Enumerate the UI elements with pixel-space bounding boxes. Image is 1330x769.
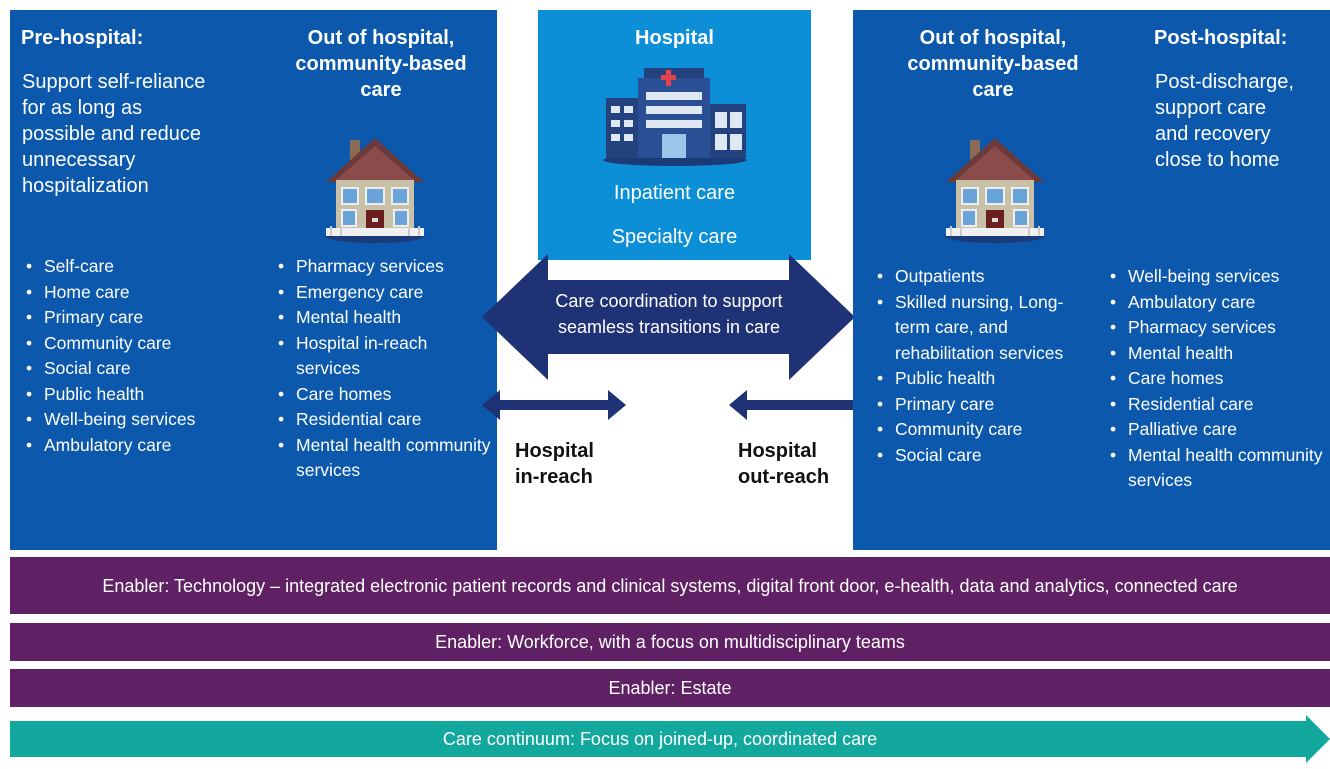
care-coordination-text: Care coordination to support seamless tr… <box>510 288 828 340</box>
label-line: out-reach <box>738 466 830 488</box>
list-item: Pharmacy services <box>276 254 496 280</box>
pre-hospital-description: Support self-reliance for as long as pos… <box>22 69 205 199</box>
title-line: community-based <box>907 53 1079 75</box>
list-item: Skilled nursing, Long-term care, and reh… <box>875 290 1093 367</box>
pre-hospital-title: Pre-hospital: <box>21 27 144 49</box>
list-item: Well-being services <box>24 407 254 433</box>
community-care-title-right: Out of hospital, community-based care <box>883 25 1103 103</box>
desc-line: Post-discharge, <box>1155 71 1294 93</box>
community-care-list-right: Outpatients Skilled nursing, Long-term c… <box>875 264 1093 468</box>
pre-hospital-list: Self-care Home care Primary care Communi… <box>24 254 254 458</box>
hospital-building-icon <box>603 68 747 166</box>
list-item: Care homes <box>1108 366 1330 392</box>
title-line: Out of hospital, <box>919 27 1067 49</box>
care-continuum-arrow <box>10 715 1330 763</box>
list-item: Home care <box>24 280 254 306</box>
coordination-line: seamless transitions in care <box>557 317 781 337</box>
out-reach-arrow <box>729 390 874 420</box>
house-icon <box>325 138 425 243</box>
right-panel: Out of hospital, community-based care Ou… <box>853 10 1330 550</box>
list-item: Public health <box>24 382 254 408</box>
list-item: Palliative care <box>1108 417 1330 443</box>
list-item: Primary care <box>875 392 1093 418</box>
desc-line: for as long as <box>22 97 143 119</box>
left-panel: Pre-hospital: Support self-reliance for … <box>10 10 497 550</box>
specialty-care-label: Specialty care <box>611 226 738 248</box>
list-item: Mental health <box>276 305 496 331</box>
list-item: Primary care <box>24 305 254 331</box>
title-line: Out of hospital, <box>307 27 455 49</box>
hospital-out-reach-label: Hospital out-reach <box>738 438 829 490</box>
desc-line: close to home <box>1155 149 1280 171</box>
coordination-line: Care coordination to support <box>555 291 783 311</box>
label-line: Hospital <box>515 440 594 462</box>
enabler-technology-bar: Enabler: Technology – integrated electro… <box>10 557 1330 614</box>
list-item: Hospital in-reach services <box>276 331 496 382</box>
care-coordination-arrow <box>482 254 855 380</box>
hospital-in-reach-label: Hospital in-reach <box>515 438 594 490</box>
title-line: care <box>360 79 402 101</box>
list-item: Mental health community services <box>1108 443 1330 494</box>
list-item: Ambulatory care <box>1108 290 1330 316</box>
list-item: Ambulatory care <box>24 433 254 459</box>
post-hospital-title: Post-hospital: <box>1154 27 1288 49</box>
label-line: in-reach <box>515 466 593 488</box>
list-item: Social care <box>875 443 1093 469</box>
hospital-panel: Hospital Inpatient care Specialty care <box>538 10 811 260</box>
post-hospital-list: Well-being services Ambulatory care Phar… <box>1108 264 1330 494</box>
list-item: Pharmacy services <box>1108 315 1330 341</box>
list-item: Residential care <box>1108 392 1330 418</box>
desc-line: Support self-reliance <box>22 71 206 93</box>
list-item: Well-being services <box>1108 264 1330 290</box>
desc-line: unnecessary <box>22 149 136 171</box>
list-item: Residential care <box>276 407 496 433</box>
list-item: Emergency care <box>276 280 496 306</box>
care-continuum-text: Care continuum: Focus on joined-up, coor… <box>442 729 878 749</box>
list-item: Care homes <box>276 382 496 408</box>
community-care-list-left: Pharmacy services Emergency care Mental … <box>276 254 496 484</box>
title-line: care <box>972 79 1014 101</box>
post-hospital-description: Post-discharge, support care and recover… <box>1155 69 1294 173</box>
list-item: Community care <box>24 331 254 357</box>
list-item: Self-care <box>24 254 254 280</box>
enabler-estate-bar: Enabler: Estate <box>10 669 1330 707</box>
desc-line: and recovery <box>1155 123 1271 145</box>
title-line: community-based <box>295 53 467 75</box>
list-item: Social care <box>24 356 254 382</box>
desc-line: possible and reduce <box>22 123 202 145</box>
enabler-workforce-bar: Enabler: Workforce, with a focus on mult… <box>10 623 1330 661</box>
list-item: Community care <box>875 417 1093 443</box>
in-reach-arrow <box>482 390 626 420</box>
desc-line: hospitalization <box>22 175 149 197</box>
list-item: Outpatients <box>875 264 1093 290</box>
desc-line: support care <box>1155 97 1267 119</box>
list-item: Public health <box>875 366 1093 392</box>
inpatient-care-label: Inpatient care <box>613 182 736 204</box>
list-item: Mental health community services <box>276 433 496 484</box>
community-care-title-left: Out of hospital, community-based care <box>272 25 490 103</box>
label-line: Hospital <box>738 440 817 462</box>
house-icon <box>945 138 1045 243</box>
list-item: Mental health <box>1108 341 1330 367</box>
hospital-title: Hospital <box>635 27 714 49</box>
